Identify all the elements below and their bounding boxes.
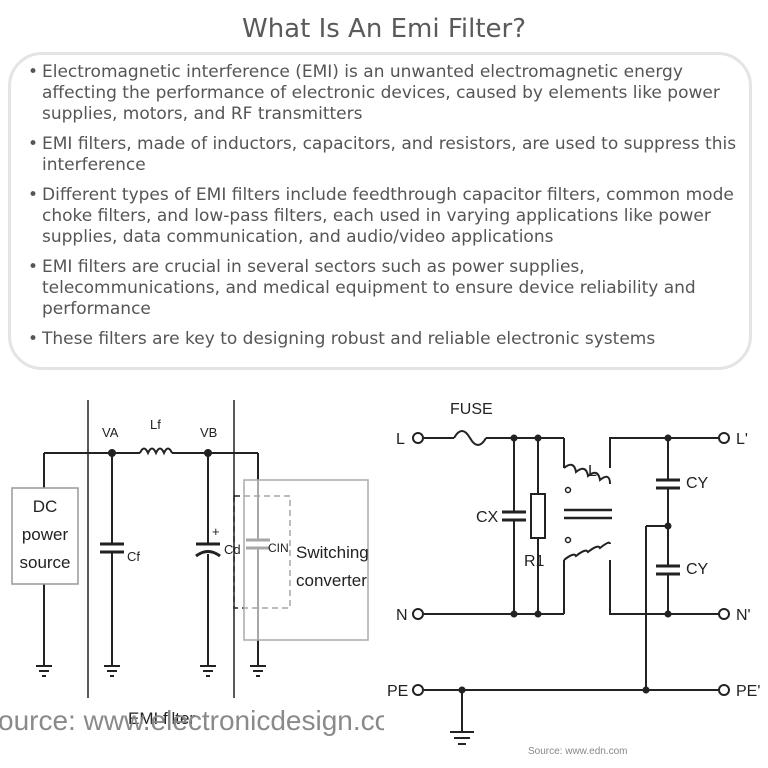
converter-label: Switching	[296, 543, 369, 562]
source-label: Source: www.edn.com	[528, 746, 628, 757]
resistor-r1-label: R1	[524, 553, 545, 570]
fuse-symbol	[453, 430, 487, 446]
inductor-lf	[139, 447, 173, 456]
cap-cx-label: CX	[476, 509, 499, 526]
watermark-text: ource: www.electronicdesign.com	[0, 705, 384, 736]
inductor-lf-label: Lf	[150, 417, 161, 432]
emi-filter-label: EMI filter	[128, 709, 195, 728]
bullet-item: Electromagnetic interference (EMI) is an…	[28, 62, 748, 125]
emi-filter-circuit-diagram: DC power source VA VB Lf Cf Cd + CIN Swi…	[0, 400, 384, 736]
choke-top-coil	[563, 463, 611, 485]
switching-converter-box	[243, 479, 369, 641]
terminal-l-out-label: L'	[736, 431, 748, 448]
cap-cy-top-label: CY	[686, 475, 709, 492]
terminal-pe-out-label: PE'	[736, 683, 760, 700]
terminal-pe-label: PE	[388, 683, 408, 700]
ac-line-filter-circuit-diagram: FUSE L N PE L' N' PE' CX R1 L CY CY Sour…	[388, 401, 760, 757]
cap-cd-label: Cd	[224, 542, 241, 557]
page-title: What Is An Emi Filter?	[241, 14, 527, 44]
node-vb-label: VB	[200, 425, 217, 440]
choke-bottom-coil	[563, 541, 611, 561]
terminal-l-label: L	[396, 431, 405, 448]
bullet-list: Electromagnetic interference (EMI) is an…	[28, 62, 748, 359]
bullet-item: These filters are key to designing robus…	[28, 329, 748, 350]
dc-source-label: DC	[33, 497, 58, 516]
cap-cd-plus-sign: +	[212, 524, 220, 539]
terminal-n-label: N	[396, 607, 408, 624]
node-va-label: VA	[102, 425, 119, 440]
cap-cin-label: CIN	[268, 541, 289, 555]
bullet-item: Different types of EMI filters include f…	[28, 185, 748, 248]
choke-l-label: L	[588, 463, 597, 480]
cap-cy-bottom-label: CY	[686, 561, 709, 578]
bullet-item: EMI filters, made of inductors, capacito…	[28, 134, 748, 176]
dc-source-box	[11, 487, 79, 585]
bullet-item: EMI filters are crucial in several secto…	[28, 257, 748, 320]
converter-label: converter	[296, 571, 367, 590]
dc-source-label: source	[19, 553, 70, 572]
cap-cf-label: Cf	[127, 549, 140, 564]
fuse-label: FUSE	[450, 401, 493, 418]
terminal-n-out-label: N'	[736, 607, 751, 624]
dc-source-label: power	[22, 525, 69, 544]
